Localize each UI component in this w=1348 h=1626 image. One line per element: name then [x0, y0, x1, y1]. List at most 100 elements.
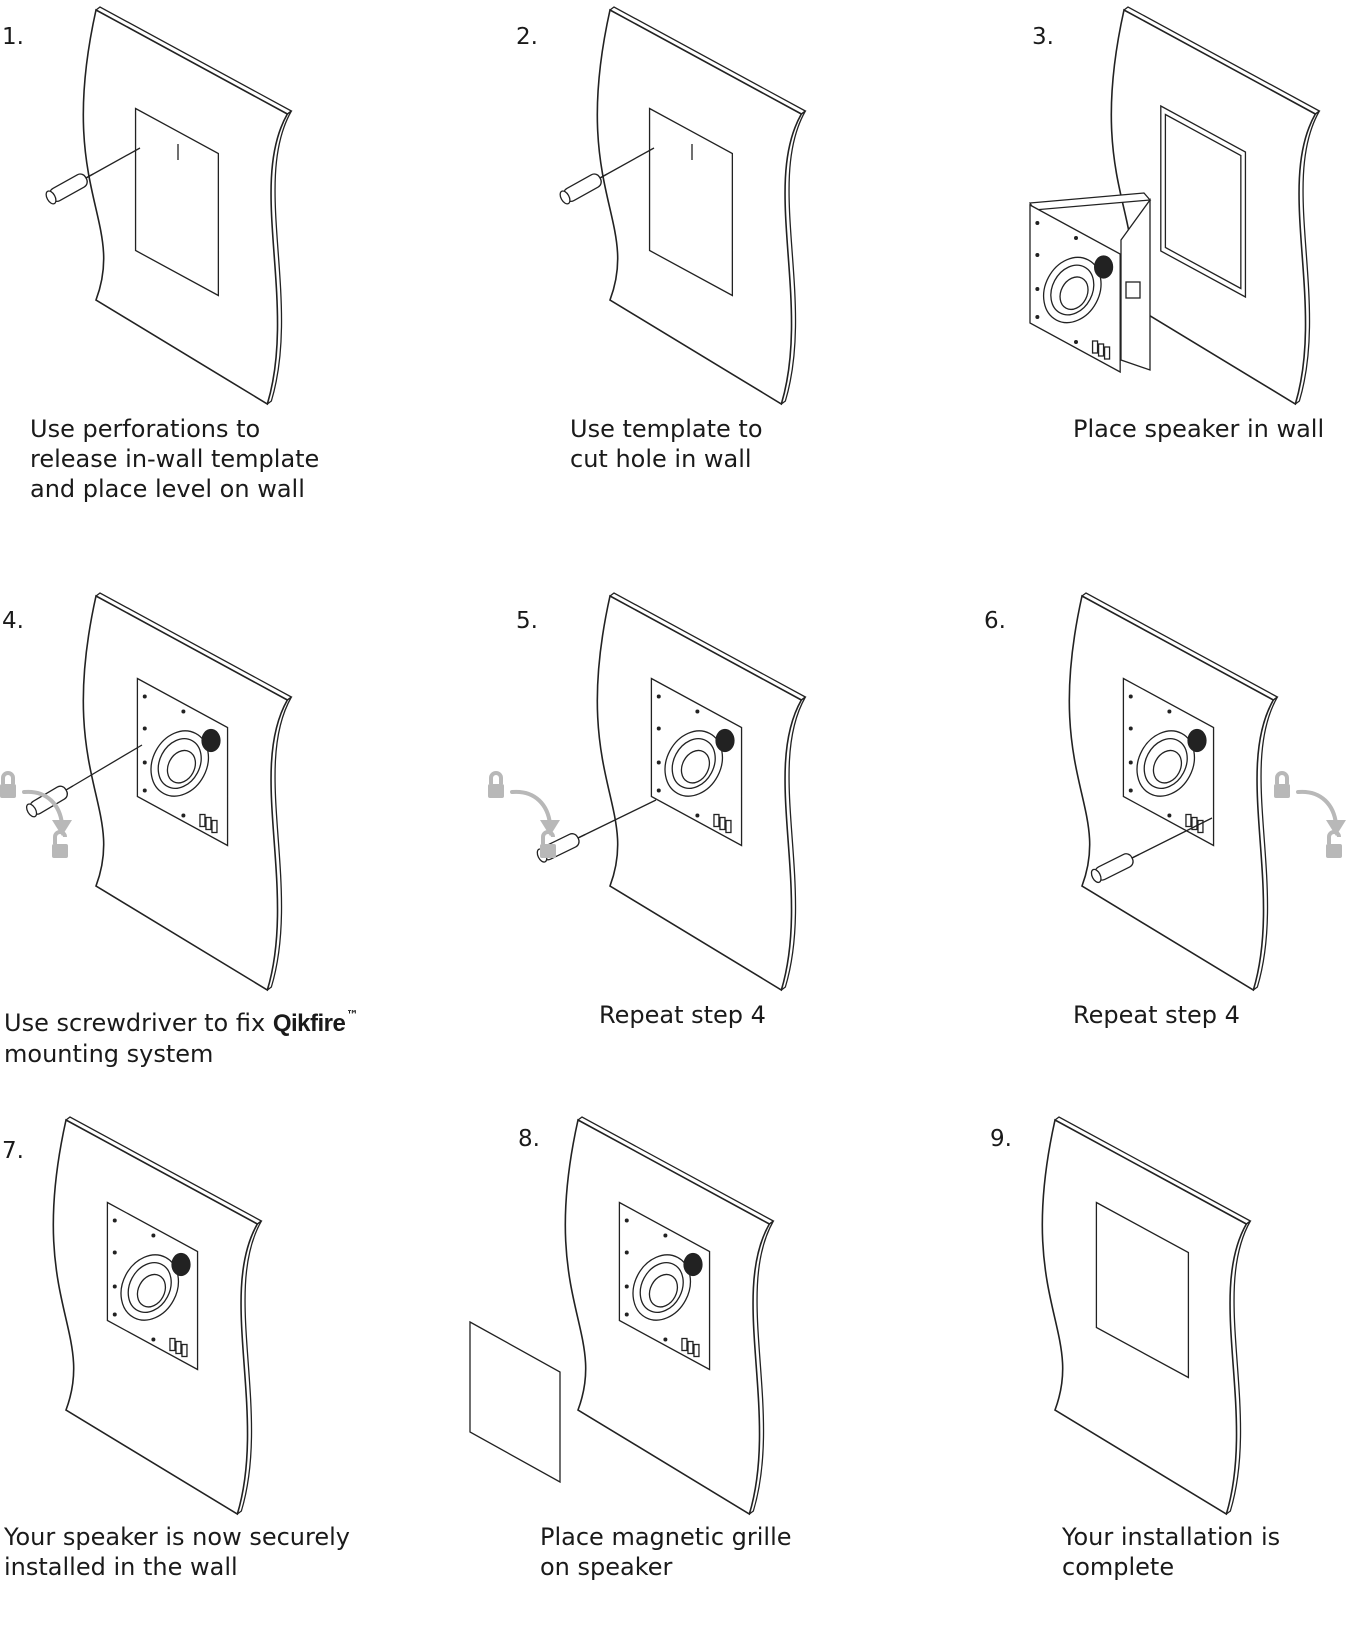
step-5-illustration — [488, 592, 807, 992]
switch-block — [1097, 343, 1105, 357]
switch-block — [175, 1340, 182, 1355]
mount-hole — [151, 1233, 156, 1238]
tweeter — [715, 728, 735, 753]
step-8-number: 8. — [518, 1126, 540, 1152]
step-6-illustration — [1068, 592, 1346, 992]
step-9-caption: Your installation is complete — [1062, 1523, 1281, 1581]
step-3-illustration — [1028, 6, 1321, 406]
switch-block — [713, 813, 720, 828]
woofer-cone — [680, 749, 711, 784]
screwdriver-handle — [45, 173, 94, 205]
wall-side-edge — [780, 110, 806, 405]
mount-hole — [181, 709, 186, 714]
mount-hole — [624, 1284, 629, 1289]
switch-block — [687, 1340, 694, 1355]
switch-block — [725, 819, 732, 834]
step-3-number: 3. — [1032, 24, 1054, 50]
mount-hole — [1128, 726, 1133, 731]
screwdriver-shaft — [85, 147, 141, 179]
switch-block — [1191, 816, 1198, 831]
mount-hole — [1128, 760, 1133, 765]
wall-side-edge — [236, 1220, 262, 1515]
woofer-cone — [648, 1273, 679, 1308]
speaker-terminal — [1125, 281, 1141, 299]
screwdriver-shaft — [65, 744, 143, 791]
mount-hole — [112, 1218, 117, 1223]
woofer-cone — [1152, 749, 1183, 784]
wall-side-edge — [266, 696, 292, 991]
woofer-cone — [136, 1273, 167, 1308]
step-2-illustration — [559, 6, 807, 406]
wall-panel — [1110, 8, 1317, 406]
screwdriver-handle — [559, 173, 608, 205]
installed-grille — [1095, 1201, 1190, 1379]
mount-hole — [1167, 813, 1172, 818]
step-9-illustration — [1041, 1116, 1252, 1516]
cut-template — [648, 107, 734, 297]
mount-hole — [1074, 340, 1078, 344]
tweeter — [1093, 255, 1114, 279]
step-3-caption: Place speaker in wall — [1073, 415, 1325, 443]
wall-side-edge — [1252, 696, 1278, 991]
woofer-cone — [1059, 276, 1089, 311]
step-1-illustration — [45, 6, 293, 406]
step-6-number: 6. — [984, 608, 1006, 634]
mount-hole — [142, 726, 147, 731]
woofer-cone — [166, 749, 197, 784]
switch-block — [1197, 819, 1204, 834]
lock-closed-icon — [1275, 771, 1289, 784]
switch-block — [681, 1337, 688, 1352]
screwdriver-handle — [1090, 853, 1140, 884]
qikfire-brand: Qikfire — [272, 1010, 346, 1037]
step-8-caption: Place magnetic grille on speaker — [540, 1523, 792, 1581]
mount-hole — [1035, 287, 1040, 291]
mount-hole — [624, 1312, 629, 1317]
magnetic-grille — [469, 1320, 561, 1484]
step-7-illustration — [52, 1116, 263, 1516]
step-5-number: 5. — [516, 608, 538, 634]
speaker-front — [1029, 203, 1121, 374]
lock-open-icon — [1327, 830, 1341, 844]
step-7-number: 7. — [2, 1138, 24, 1164]
mount-hole — [142, 760, 147, 765]
wall-side-edge — [266, 110, 292, 405]
switch-block — [1091, 340, 1099, 354]
mount-hole — [624, 1250, 629, 1255]
wall-side-edge — [780, 696, 806, 991]
wall-side-edge — [1294, 110, 1320, 405]
mount-hole — [142, 694, 147, 699]
tweeter — [683, 1252, 703, 1277]
mount-hole — [663, 1233, 668, 1238]
lock-open-icon — [53, 830, 67, 844]
switch-block — [719, 816, 726, 831]
step-4-caption: Use screwdriver to fix Qikfire™ mounting… — [4, 1008, 359, 1068]
mount-hole — [181, 813, 186, 818]
switch-block — [181, 1343, 188, 1358]
step-6-caption: Repeat step 4 — [1073, 1001, 1240, 1029]
mount-hole — [112, 1312, 117, 1317]
tweeter — [1187, 728, 1207, 753]
switch-block — [1185, 813, 1192, 828]
trademark-symbol: ™ — [346, 1008, 359, 1022]
in-wall-template — [134, 107, 220, 297]
wall-side-edge — [1225, 1220, 1251, 1515]
wall-side-edge — [748, 1220, 774, 1515]
mount-hole — [695, 709, 700, 714]
lock-open-icon — [541, 830, 555, 844]
screwdriver-shaft — [1131, 817, 1213, 859]
mount-hole — [656, 788, 661, 793]
mount-hole — [112, 1284, 117, 1289]
step-1-caption: Use perforations to release in-wall temp… — [30, 415, 320, 503]
step-4-number: 4. — [2, 608, 24, 634]
step-2-number: 2. — [516, 24, 538, 50]
step-8-illustration — [469, 1116, 775, 1516]
mount-hole — [142, 788, 147, 793]
mount-hole — [624, 1218, 629, 1223]
wall-hole-inner — [1164, 113, 1242, 290]
lock-closed-icon — [489, 771, 503, 784]
tweeter — [171, 1252, 191, 1277]
step-7-caption: Your speaker is now securely installed i… — [4, 1523, 350, 1581]
rotate-arrow-icon — [1296, 789, 1338, 826]
step-4-illustration — [0, 592, 293, 992]
